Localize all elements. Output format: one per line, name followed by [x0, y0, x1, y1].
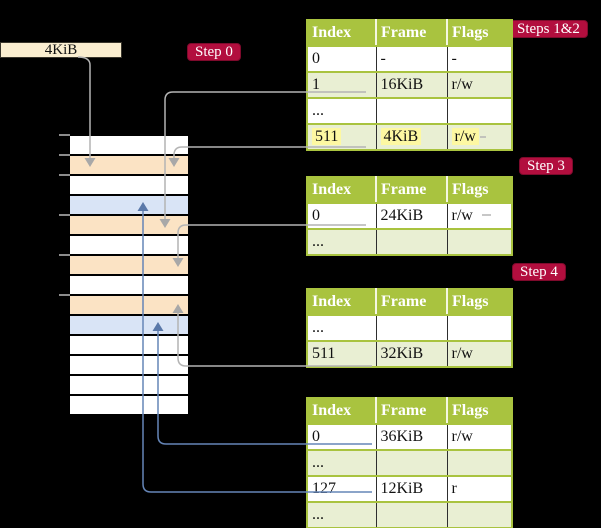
table-cell — [446, 228, 512, 255]
table-cell: 511 — [307, 340, 376, 367]
highlighted-value: r/w — [451, 128, 479, 145]
table-cell: ... — [307, 228, 376, 255]
memory-frame-row — [70, 396, 188, 414]
table-cell — [446, 97, 512, 124]
table-cell — [446, 501, 512, 528]
badge-steps-1-2: Steps 1&2 — [509, 20, 588, 38]
table-row: 511 4KiB r/w — [307, 123, 512, 150]
memory-frame-row — [70, 316, 188, 334]
memory-frame-row — [70, 256, 188, 274]
table-cell: 16KiB — [375, 71, 447, 98]
column-header-index: Index — [307, 20, 376, 47]
memory-tick — [59, 174, 70, 176]
table-row: ... — [307, 449, 512, 476]
memory-frame-row — [70, 336, 188, 354]
table-cell — [446, 449, 512, 476]
table-cell: 12KiB — [375, 475, 447, 502]
table-cell: ... — [307, 501, 376, 528]
column-header-frame: Frame — [375, 177, 447, 204]
table-cell: 1 — [307, 71, 376, 98]
table-cell: 24KiB — [375, 202, 447, 229]
memory-tick — [59, 154, 70, 156]
physical-memory-stack — [70, 136, 188, 416]
memory-frame-row — [70, 356, 188, 374]
column-header-index: Index — [307, 289, 376, 316]
table-row: 0-- — [307, 45, 512, 72]
column-header-frame: Frame — [375, 20, 447, 47]
table-cell: ... — [307, 449, 376, 476]
table-cell: 0 — [307, 202, 376, 229]
memory-frame-row — [70, 236, 188, 254]
table-cell: 4KiB — [375, 123, 447, 150]
table-cell: r — [446, 475, 512, 502]
table-cell: ... — [307, 97, 376, 124]
column-header-flags: Flags — [446, 20, 512, 47]
memory-frame-row — [70, 136, 188, 154]
badge-step-0: Step 0 — [187, 43, 241, 61]
table-cell: r/w — [446, 423, 512, 450]
table-cell: 36KiB — [375, 423, 447, 450]
memory-tick — [59, 294, 70, 296]
memory-frame-row — [70, 196, 188, 214]
badge-step-4: Step 4 — [512, 263, 566, 281]
table-cell: 0 — [307, 45, 376, 72]
table-cell: - — [446, 45, 512, 72]
table-cell: ... — [307, 314, 376, 341]
table-cell: 32KiB — [375, 340, 447, 367]
memory-frame-row — [70, 276, 188, 294]
badge-step-3: Step 3 — [519, 157, 573, 175]
table-cell: 511 — [307, 123, 376, 150]
column-header-flags: Flags — [446, 398, 512, 425]
table-cell: r/w — [446, 202, 512, 229]
memory-tick — [59, 134, 70, 136]
memory-frame-row — [70, 176, 188, 194]
table-cell: 0 — [307, 423, 376, 450]
table-cell: 127 — [307, 475, 376, 502]
table-cell — [446, 314, 512, 341]
table-cell — [375, 501, 447, 528]
memory-tick — [59, 254, 70, 256]
column-header-index: Index — [307, 177, 376, 204]
memory-frame-row — [70, 216, 188, 234]
memory-frame-row — [70, 156, 188, 174]
table-row: ... — [307, 501, 512, 528]
memory-tick — [59, 214, 70, 216]
memory-frame-row — [70, 376, 188, 394]
highlighted-value: 511 — [312, 128, 342, 145]
column-header-flags: Flags — [446, 289, 512, 316]
table-cell: r/w — [446, 340, 512, 367]
table-row: ... — [307, 97, 512, 124]
frame-size-box: 4KiB — [0, 42, 122, 58]
memory-frame-row — [70, 296, 188, 314]
table-cell: r/w — [446, 71, 512, 98]
column-header-flags: Flags — [446, 177, 512, 204]
table-row: ... — [307, 314, 512, 341]
highlighted-value: 4KiB — [380, 128, 422, 145]
table-cell — [375, 97, 447, 124]
table-cell — [375, 449, 447, 476]
table-row: ... — [307, 228, 512, 255]
table-cell — [375, 228, 447, 255]
table-cell: r/w — [446, 123, 512, 150]
table-cell — [375, 314, 447, 341]
column-header-frame: Frame — [375, 398, 447, 425]
column-header-frame: Frame — [375, 289, 447, 316]
table-cell: - — [375, 45, 447, 72]
column-header-index: Index — [307, 398, 376, 425]
